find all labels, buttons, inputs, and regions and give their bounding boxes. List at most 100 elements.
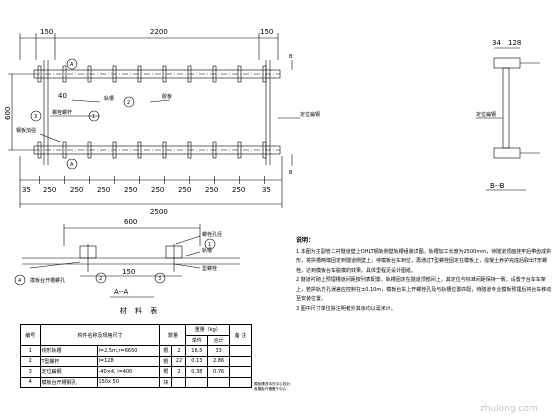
aa-callout-2 [95, 272, 107, 284]
table-cell: l=2.5m,r=6650 [96, 345, 161, 357]
table-cell [229, 345, 252, 357]
bb-dim-128: 128 [508, 39, 521, 47]
aa-label-2: 轨槽 [202, 247, 212, 254]
bb-bottom-channel [493, 147, 521, 159]
dim-total-2500: 2500 [150, 208, 168, 216]
bolt-block [112, 65, 117, 83]
aa-label-3: 型螺栓 [202, 265, 217, 272]
note-item: 1 本图为主副管二衬隧道壁上OHLT钢轨侧壁轨槽组装详图。轨槽加工长度为2500… [296, 248, 552, 274]
bolt-block [212, 141, 217, 159]
table-header-row: 编号 构件名称及规格尺寸 数量 重量（kg） 备 注 [20, 324, 252, 346]
table-cell: 0.38 [185, 366, 209, 378]
table-cell: 0.13 [185, 355, 209, 367]
dim-bottom-label: 250 [124, 186, 137, 194]
aa-leader [175, 235, 201, 245]
bb-web [502, 67, 510, 149]
table-cell: 22 [171, 355, 187, 367]
bolt-block [137, 65, 142, 83]
dim-bottom-label: 250 [205, 186, 218, 194]
table-cell [185, 376, 209, 388]
table-cell: 定位扁钢 [39, 366, 98, 378]
table-cell: 3 [20, 366, 41, 378]
table-cell [229, 355, 252, 367]
table-cell: 块 [159, 376, 173, 388]
aa-dim-150: 150 [122, 268, 135, 276]
callout-1: 1 [92, 114, 95, 120]
aa-title: A--A [114, 288, 129, 296]
bb-label: 定位扁钢 [476, 111, 496, 118]
dim-bottom-label: 35 [22, 186, 31, 194]
bolt-block [187, 141, 192, 159]
bb-title: B--B [490, 182, 505, 190]
table-cell [229, 376, 252, 388]
table-cell: 根 [159, 355, 173, 367]
aa-mark-2: 2 [99, 276, 102, 282]
table-cell: 1 [20, 345, 41, 357]
label-rail: 轨槽 [104, 95, 114, 102]
aa-callout-4 [14, 274, 26, 286]
table-cell: 模板台开槽钢孔 [39, 376, 98, 388]
bb-dim-34: 34 [492, 39, 501, 47]
dim-top-2200: 2200 [150, 28, 168, 36]
bolt-block [37, 141, 42, 159]
table-cell: 2 [171, 345, 187, 357]
table-title: 材 料 表 [119, 307, 161, 315]
callout-3: 3 [34, 114, 37, 120]
aa-leader [185, 251, 201, 257]
mark-a-2: A [70, 162, 74, 168]
mark-a: A [70, 62, 74, 68]
table-cell: 2.86 [207, 355, 231, 367]
dim-bottom-label: 250 [232, 186, 245, 194]
aa-callout-3 [154, 272, 166, 284]
th-name: 构件名称及规格尺寸 [39, 324, 161, 346]
table-cell: 0.76 [207, 366, 231, 378]
table-cell: 4 [20, 376, 41, 388]
bolt-block [162, 141, 167, 159]
aa-mark-1: 1 [208, 242, 211, 248]
bolt-block [137, 141, 142, 159]
bolt-block [62, 65, 67, 83]
table-cell [229, 366, 252, 378]
aa-label-4: 摸板台开槽螺孔 [30, 277, 65, 284]
bolt-block [187, 65, 192, 83]
leader-rail [71, 99, 101, 103]
bolt-block [112, 141, 117, 159]
th-no: 编号 [20, 324, 41, 346]
table-cell: 根 [159, 345, 173, 357]
callout-2: 2 [127, 100, 130, 106]
mark-b-2: B [289, 170, 293, 176]
leader-jiao [149, 99, 171, 103]
bolt-block [62, 141, 67, 159]
notes-block: 说明： 1 本图为主副管二衬隧道壁上OHLT钢轨侧壁轨槽组装详图。轨槽加工长度为… [296, 236, 554, 314]
dim-left-600: 600 [4, 107, 12, 120]
th-remark: 备 注 [229, 324, 252, 346]
bolt-ticks [37, 65, 267, 184]
label-seg: 钢板加强 [16, 127, 36, 134]
th-total: 合计 [207, 334, 231, 346]
dim-bottom-label: 250 [43, 186, 56, 194]
th-qty: 数量 [159, 324, 187, 346]
aa-dim-600: 600 [124, 218, 137, 226]
dim-top-150a: 150 [40, 28, 53, 36]
callout-circle-1 [88, 110, 100, 122]
bolt-block [237, 65, 242, 83]
label-jiao: 胶板 [162, 93, 172, 100]
dim-bottom-label: 250 [70, 186, 83, 194]
table-cell: 根 [159, 366, 173, 378]
callout-circle-3 [30, 110, 42, 122]
table-cell: 线形轨槽 [39, 345, 98, 357]
aa-leader [29, 261, 81, 269]
dim-top-150b: 150 [260, 28, 273, 36]
th-unit: 单件 [185, 334, 209, 346]
bolt-block [262, 65, 267, 83]
dim-bottom-label: 250 [97, 186, 110, 194]
aa-mark-4: 4 [18, 278, 21, 284]
bolt-block [212, 65, 217, 83]
bolt-block [87, 141, 92, 159]
aa-mark-3: 3 [158, 276, 161, 282]
